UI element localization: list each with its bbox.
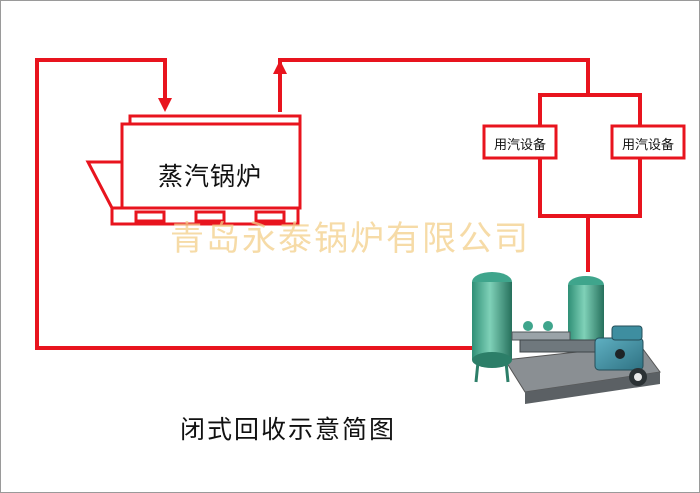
steam-equipment-2-label: 用汽设备 (621, 137, 674, 153)
steam-supply-pipe (278, 58, 590, 112)
inlet-arrow (158, 98, 172, 112)
outlet-arrow (273, 60, 287, 74)
condensate-recovery-unit (472, 272, 661, 404)
steam-equipment-1-box (482, 124, 558, 160)
steam-equipment-2-box (610, 124, 686, 160)
company-watermark: 青岛永泰锅炉有限公司 (170, 218, 530, 259)
boiler-label: 蒸汽锅炉 (157, 162, 262, 191)
equipment-loop-pipe (538, 93, 642, 272)
steam-equipment-1-label: 用汽设备 (493, 137, 546, 153)
steam-boiler (85, 114, 302, 226)
diagram-caption: 闭式回收示意简图 (180, 415, 397, 444)
return-pipe (35, 58, 476, 350)
